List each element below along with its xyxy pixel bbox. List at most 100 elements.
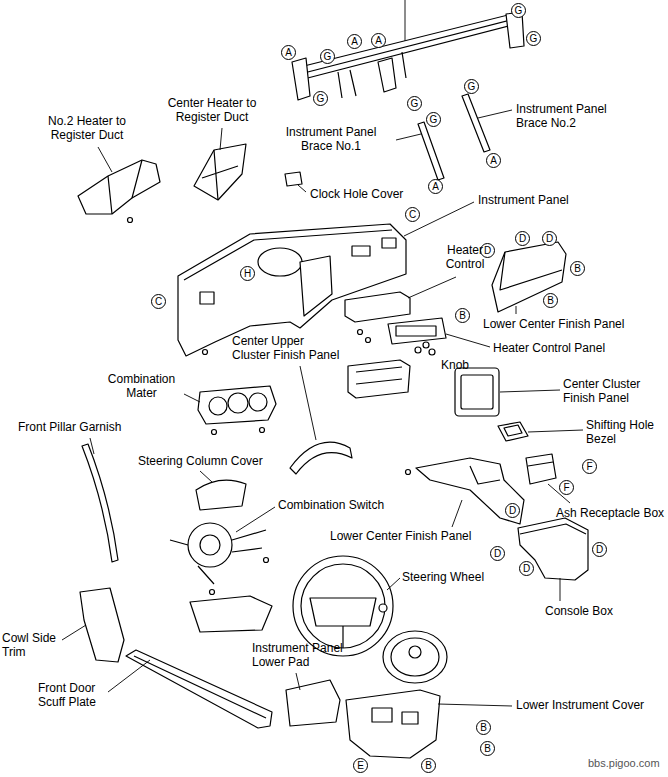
callout-letter: F bbox=[559, 480, 574, 495]
part-label: Heater Control Panel bbox=[493, 341, 605, 355]
leader-line bbox=[184, 394, 200, 402]
leader-line bbox=[438, 704, 512, 706]
leader-lines bbox=[62, 110, 583, 706]
brace-part bbox=[462, 94, 490, 152]
screw-symbol bbox=[406, 470, 411, 475]
callout-letter-text: D bbox=[494, 549, 501, 559]
ash-box-edge bbox=[528, 462, 553, 466]
callout-letter-text: D bbox=[546, 234, 553, 244]
leader-line bbox=[220, 128, 222, 150]
switch-stalk bbox=[170, 530, 266, 584]
finish-panel-part bbox=[492, 242, 566, 312]
leader-line bbox=[396, 134, 421, 140]
callout-letter: C bbox=[151, 294, 166, 309]
bezel-part bbox=[498, 422, 528, 441]
leader-line bbox=[560, 578, 561, 601]
callout-letter-text: A bbox=[351, 37, 358, 47]
screw-symbol bbox=[264, 558, 269, 563]
gauge-symbol bbox=[249, 393, 267, 411]
vent-symbol bbox=[382, 238, 396, 248]
part-label: Ash Receptacle Box bbox=[556, 506, 664, 520]
watermark: bbs.pigoo.com bbox=[588, 756, 660, 770]
duct-edge bbox=[108, 160, 142, 214]
column-cover-part bbox=[196, 480, 246, 510]
callout-letter: C bbox=[405, 207, 420, 222]
part-label: Combination Switch bbox=[278, 498, 384, 512]
brace-part bbox=[418, 122, 444, 180]
part-label: Knob bbox=[441, 358, 469, 372]
callout-letter: D bbox=[490, 546, 505, 561]
callout-letter-text: A bbox=[285, 48, 292, 58]
vent-symbol bbox=[352, 246, 370, 256]
callout-letter-text: E bbox=[357, 761, 364, 771]
leader-line bbox=[200, 471, 212, 482]
callout-letter-text: A bbox=[375, 36, 382, 46]
heater-control-edge bbox=[356, 367, 402, 384]
part-label: Combination Mater bbox=[106, 372, 177, 400]
callout-letter-text: G bbox=[411, 99, 419, 109]
cover-part bbox=[346, 690, 440, 758]
callout-letter-text: G bbox=[317, 94, 325, 104]
console-part bbox=[518, 518, 588, 580]
callout-letter-text: D bbox=[596, 545, 603, 555]
reinforcement-post bbox=[402, 52, 406, 78]
callout-letter: G bbox=[320, 49, 335, 64]
switch-part bbox=[200, 535, 220, 555]
callout-letter-text: B bbox=[480, 723, 487, 733]
callout-letter: D bbox=[542, 231, 557, 246]
part-label: Center Cluster Finish Panel bbox=[563, 377, 644, 405]
reinforcement-tube bbox=[296, 14, 516, 80]
gauge-symbol bbox=[228, 393, 248, 413]
part-label: Instrument Panel Brace No.2 bbox=[516, 102, 610, 130]
callout-letter-text: A bbox=[432, 182, 439, 192]
panel-opening bbox=[300, 256, 332, 316]
callout-letter-text: G bbox=[468, 82, 476, 92]
callout-letter: B bbox=[455, 308, 470, 323]
callout-letter: G bbox=[426, 112, 441, 127]
screw-symbol bbox=[366, 338, 371, 343]
airbag-pad bbox=[391, 638, 439, 676]
part-label: Console Box bbox=[545, 604, 613, 618]
reinforcement-leg bbox=[338, 70, 356, 98]
heater-panel-part bbox=[388, 318, 446, 344]
part-label: Steering Column Cover bbox=[138, 454, 263, 468]
leader-line bbox=[98, 147, 112, 172]
bezel-opening bbox=[504, 425, 522, 436]
callout-letter-text: D bbox=[484, 246, 491, 256]
screw-symbol bbox=[203, 350, 208, 355]
garnish-part bbox=[82, 444, 118, 562]
finish-panel-part bbox=[416, 458, 524, 524]
panel-edge bbox=[184, 230, 392, 280]
leader-line bbox=[387, 578, 400, 590]
part-label: Center Heater to Register Duct bbox=[166, 96, 258, 124]
callout-letter: A bbox=[486, 153, 501, 168]
leader-line bbox=[446, 334, 490, 347]
callout-letter: G bbox=[511, 3, 526, 18]
trim-part bbox=[80, 588, 124, 662]
panel-opening bbox=[258, 248, 302, 276]
callout-letter: D bbox=[519, 561, 534, 576]
duct-part bbox=[78, 160, 160, 214]
part-label: No.2 Heater to Register Duct bbox=[46, 114, 128, 142]
logo-symbol bbox=[409, 646, 421, 658]
part-label: Center Upper Cluster Finish Panel bbox=[232, 334, 343, 362]
finish-panel-part bbox=[455, 368, 499, 416]
callout-letter-text: D bbox=[519, 234, 526, 244]
callout-letter-text: G bbox=[530, 34, 538, 44]
callout-letter: G bbox=[526, 31, 541, 46]
callout-letter: A bbox=[428, 179, 443, 194]
callout-letter-text: F bbox=[586, 462, 592, 472]
callout-letter-text: D bbox=[509, 506, 516, 516]
callout-letter-text: B bbox=[425, 761, 432, 771]
finish-panel-edge bbox=[500, 252, 562, 290]
finish-panel-edge bbox=[470, 466, 500, 484]
leader-line bbox=[404, 202, 474, 236]
leader-line bbox=[408, 277, 456, 298]
screw-symbol bbox=[212, 430, 217, 435]
wheel-rim bbox=[301, 564, 385, 648]
cover-part bbox=[285, 172, 302, 186]
screw-symbol bbox=[260, 428, 265, 433]
leader-line bbox=[62, 625, 86, 640]
part-label: Instrument Panel Brace No.1 bbox=[284, 125, 378, 153]
